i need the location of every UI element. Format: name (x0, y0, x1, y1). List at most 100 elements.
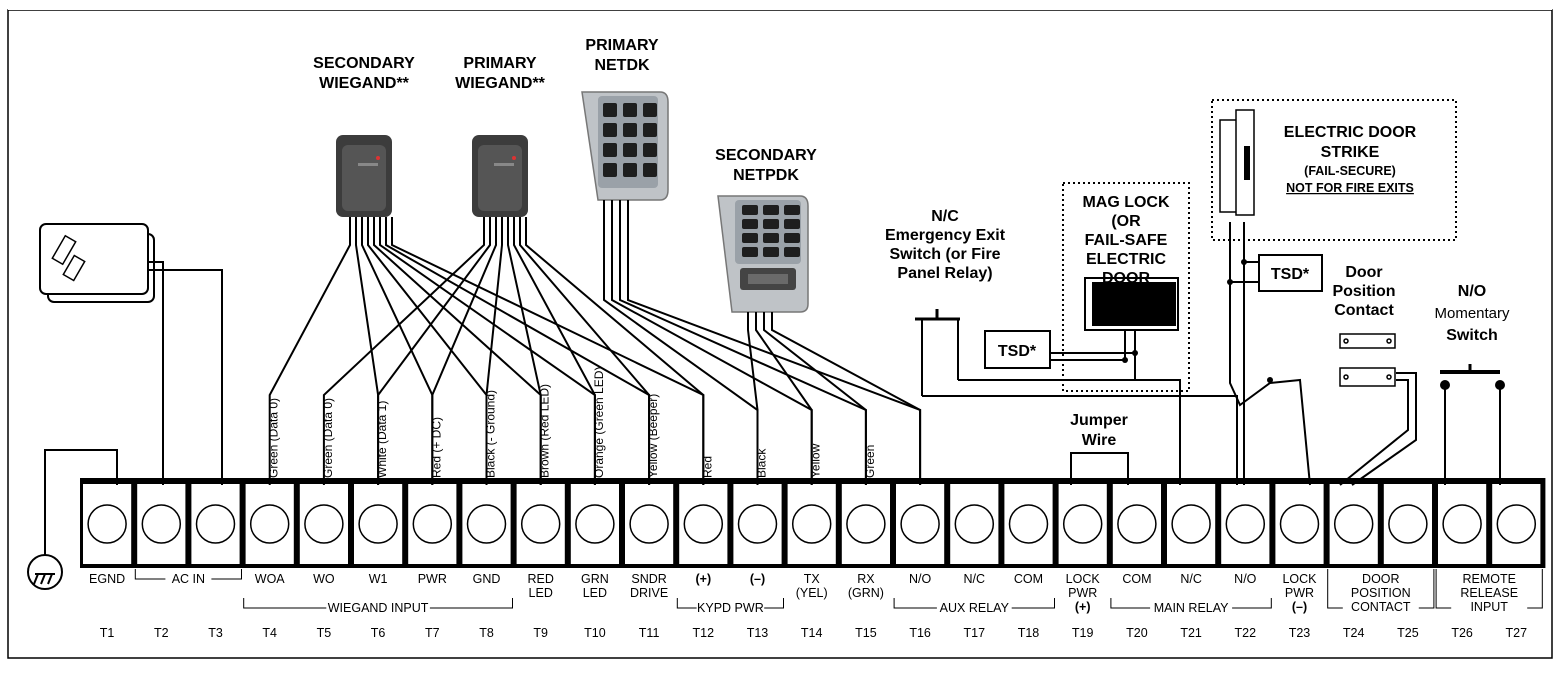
jumper-wire-label: Wire (1082, 432, 1117, 449)
door-contact-label: Position (1332, 283, 1395, 300)
terminal-screw-icon (1442, 504, 1482, 544)
tsd-box (984, 330, 1051, 369)
terminal-id: T15 (855, 626, 877, 640)
tsd-label: TSD* (1271, 266, 1310, 283)
terminal-label: WO (313, 572, 335, 586)
terminal-label: PWR (1285, 586, 1314, 600)
terminal-t10[interactable] (570, 484, 619, 564)
terminal-screw-icon (737, 504, 778, 544)
terminal-label: RED (527, 572, 553, 586)
terminal-t11[interactable] (625, 484, 674, 564)
terminal-label: N/C (964, 572, 986, 586)
terminal-label: SNDR (631, 572, 666, 586)
label-text: (FAIL-SECURE) (1304, 164, 1396, 178)
terminal-screw-icon (1117, 504, 1157, 544)
terminal-t24[interactable] (1329, 484, 1378, 564)
terminal-id: T11 (639, 626, 660, 640)
terminal-id: T17 (964, 626, 986, 640)
terminal-t23[interactable] (1275, 484, 1324, 564)
terminal-id: T1 (100, 626, 115, 640)
terminal-t2[interactable] (137, 484, 186, 564)
switch-contact-icon (1440, 380, 1450, 390)
secondary-wiegand-reader-icon (336, 135, 392, 217)
terminal-screw-icon (629, 504, 669, 544)
terminal-screw-icon (141, 504, 182, 544)
wire-label: White (Data 1) (375, 401, 389, 478)
terminal-screw-icon (683, 504, 724, 544)
terminal-label: (+) (1075, 600, 1091, 614)
terminal-t15[interactable] (841, 484, 890, 564)
terminal-screw-icon (412, 504, 453, 544)
terminal-label: (GRN) (848, 586, 884, 600)
primary-netdk-keypad-icon (581, 91, 669, 201)
junction-dot (1122, 357, 1128, 363)
terminal-t1[interactable] (83, 484, 132, 564)
primary-netdk-label: PRIMARY (585, 37, 659, 54)
terminal-id: T14 (801, 626, 823, 640)
terminal-t25[interactable] (1383, 484, 1432, 564)
wire-label: Black (755, 448, 769, 478)
wire-label: Green (Data 0) (321, 398, 335, 478)
group-label: AUX RELAY (940, 601, 1010, 615)
terminal-id: T9 (533, 626, 548, 640)
terminal-id: T2 (154, 626, 169, 640)
terminal-t27[interactable] (1492, 484, 1541, 564)
terminal-t6[interactable] (354, 484, 403, 564)
terminal-id: T3 (208, 626, 223, 640)
terminal-screw-icon (575, 504, 615, 544)
primary-wiegand-reader-icon (472, 135, 528, 217)
terminal-t7[interactable] (408, 484, 457, 564)
caption-band (8, 0, 1552, 10)
terminal-screw-icon (1388, 504, 1428, 544)
terminal-t22[interactable] (1221, 484, 1270, 564)
momentary-switch-label: Switch (1446, 327, 1498, 344)
terminal-t17[interactable] (950, 484, 999, 564)
terminal-id: T27 (1506, 626, 1528, 640)
switch-contact-icon (1495, 380, 1505, 390)
terminal-t21[interactable] (1167, 484, 1216, 564)
terminal-t19[interactable] (1058, 484, 1107, 564)
door-contact-label: Door (1345, 264, 1382, 281)
emergency-switch-label: Emergency Exit (885, 227, 1006, 244)
earth-ground-icon (27, 449, 118, 590)
wire-label: Yellow (Beeper) (646, 394, 660, 478)
terminal-id: T21 (1180, 626, 1202, 640)
terminal-label: N/O (1234, 572, 1257, 586)
terminal-t8[interactable] (462, 484, 511, 564)
door-strike-icon (1219, 109, 1255, 216)
terminal-id: T6 (371, 626, 386, 640)
terminal-t3[interactable] (191, 484, 240, 564)
terminal-t12[interactable] (679, 484, 728, 564)
label-text: (OR (1111, 213, 1141, 230)
terminal-t13[interactable] (733, 484, 782, 564)
terminal-screw-icon (1008, 504, 1049, 544)
terminal-t16[interactable] (896, 484, 945, 564)
terminal-t26[interactable] (1438, 484, 1487, 564)
junction-dot (1227, 279, 1233, 285)
wire-labels: Green (Data 0)Green (Data 0)White (Data … (267, 367, 877, 478)
terminal-t4[interactable] (245, 484, 294, 564)
terminal-t18[interactable] (1004, 484, 1053, 564)
terminal-t14[interactable] (787, 484, 836, 564)
component-labels: SECONDARYWIEGAND**PRIMARYWIEGAND**PRIMAR… (313, 37, 1510, 449)
terminal-t9[interactable] (516, 484, 565, 564)
group-label: RELEASE (1460, 586, 1518, 600)
terminal-screw-icon (249, 504, 290, 544)
group-label: MAIN RELAY (1154, 601, 1229, 615)
terminal-screw-icon (520, 504, 561, 544)
terminal-label: PWR (1068, 586, 1097, 600)
door-contact-label: Contact (1334, 302, 1394, 319)
terminal-t20[interactable] (1112, 484, 1161, 564)
wire-label: Orange (Green LED) (592, 367, 606, 478)
terminal-screw-icon (846, 504, 886, 544)
label-text: MAG LOCK (1082, 194, 1170, 211)
terminal-t5[interactable] (299, 484, 348, 564)
label-text: FAIL-SAFE (1085, 232, 1168, 249)
emergency-switch-label: Switch (or Fire (889, 246, 1000, 263)
terminal-screw-icon (1333, 504, 1374, 544)
terminal-screw-icon (1496, 504, 1537, 544)
terminal-id: T24 (1343, 626, 1365, 640)
